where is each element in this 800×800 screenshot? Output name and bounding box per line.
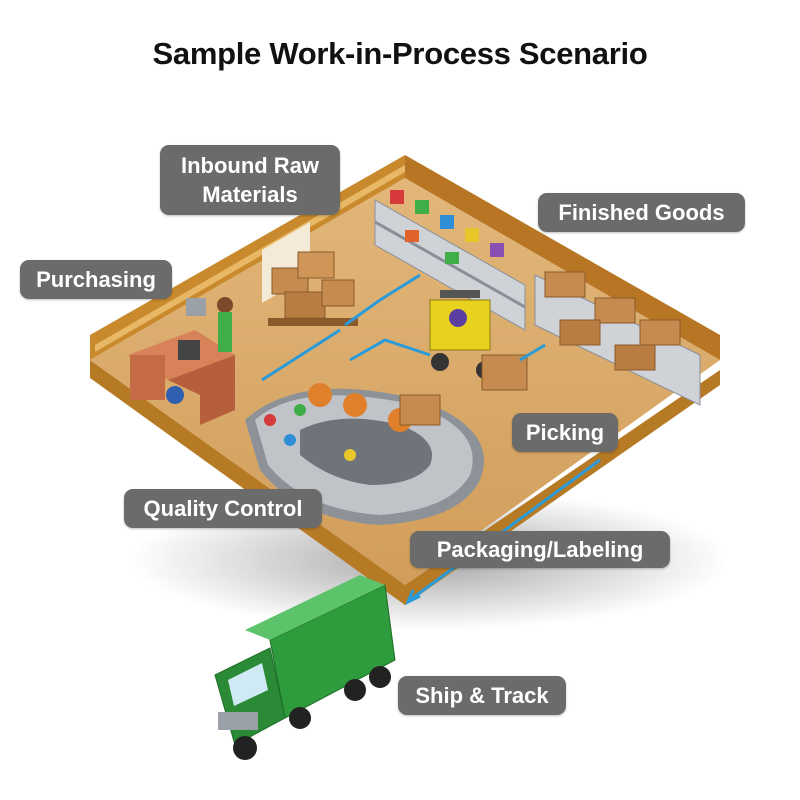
- label-purchasing: Purchasing: [20, 260, 172, 299]
- flow-arrow: [349, 338, 431, 362]
- label-inbound-raw-materials: Inbound Raw Materials: [160, 145, 340, 215]
- flow-arrow: [519, 343, 546, 362]
- back-right-wall: [405, 155, 720, 360]
- storage-racks: [374, 190, 701, 406]
- conveyor-loop: [245, 383, 484, 525]
- diagram-title: Sample Work-in-Process Scenario: [152, 36, 648, 71]
- flow-arrow: [344, 273, 421, 327]
- flow-arrows: [261, 273, 601, 606]
- label-finished-goods: Finished Goods: [538, 193, 745, 232]
- forklift: [429, 290, 528, 391]
- label-ship-track: Ship & Track: [398, 676, 566, 715]
- flow-arrow: [409, 458, 601, 602]
- delivery-truck: [214, 575, 396, 760]
- flow-arrow: [261, 328, 341, 382]
- label-quality-control: Quality Control: [124, 489, 322, 528]
- purchasing-desk: [128, 297, 235, 425]
- inbound-boxes: [268, 251, 358, 326]
- inbound-label-line-2: Materials: [202, 182, 298, 207]
- inbound-label-line-1: Inbound Raw: [180, 153, 320, 178]
- label-packaging-labeling: Packaging/Labeling: [410, 531, 670, 568]
- label-picking: Picking: [512, 413, 618, 452]
